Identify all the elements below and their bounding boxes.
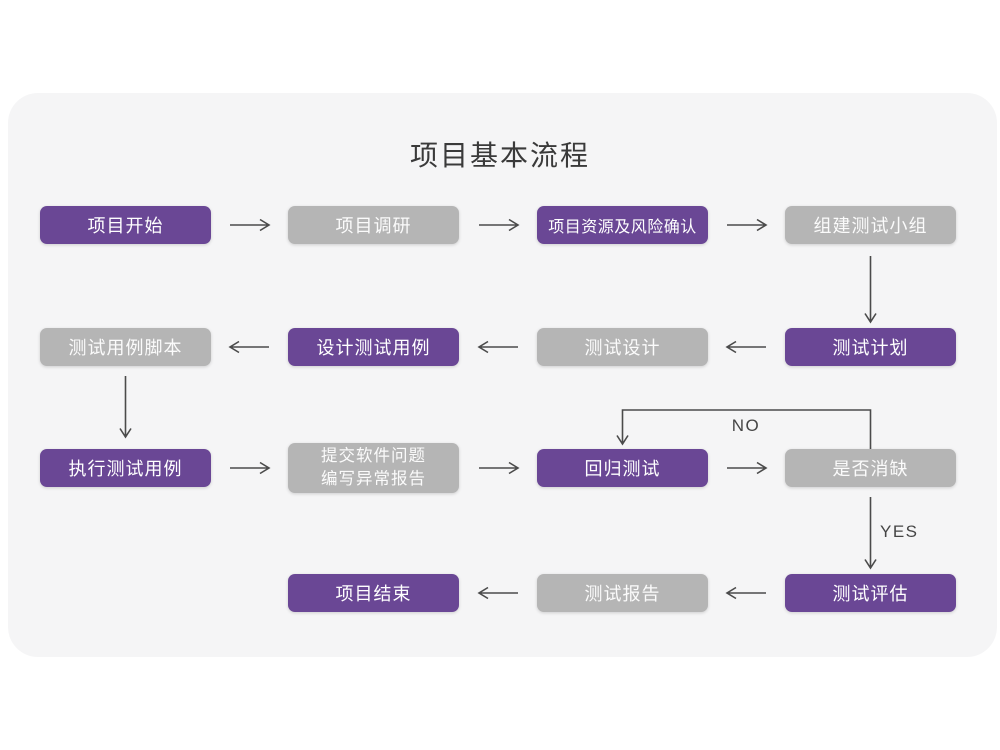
node-test-report: 测试报告 bbox=[537, 574, 708, 612]
page-title: 项目基本流程 bbox=[409, 140, 590, 171]
node-label: 组建测试小组 bbox=[813, 216, 928, 236]
node-test-plan: 测试计划 bbox=[785, 328, 956, 366]
node-label: 项目资源及风险确认 bbox=[548, 219, 697, 236]
node-project-end: 项目结束 bbox=[288, 574, 459, 612]
node-label: 项目调研 bbox=[335, 216, 412, 236]
node-label: 执行测试用例 bbox=[68, 459, 183, 479]
node-label: 测试报告 bbox=[584, 584, 661, 604]
node-execute-test-cases: 执行测试用例 bbox=[40, 449, 211, 487]
node-label: 项目开始 bbox=[87, 216, 164, 236]
node-label: 项目结束 bbox=[335, 584, 412, 604]
node-label: 测试计划 bbox=[832, 338, 909, 358]
node-label-line2: 编写异常报告 bbox=[321, 470, 426, 488]
node-defect-resolved: 是否消缺 bbox=[785, 449, 956, 487]
node-label: 回归测试 bbox=[584, 459, 661, 479]
node-project-research: 项目调研 bbox=[288, 206, 459, 244]
node-label: 测试评估 bbox=[832, 584, 909, 604]
node-project-start: 项目开始 bbox=[40, 206, 211, 244]
node-label: 是否消缺 bbox=[832, 459, 909, 479]
node-submit-issue-report: 提交软件问题 编写异常报告 bbox=[288, 443, 459, 493]
node-label: 测试用例脚本 bbox=[68, 338, 183, 358]
node-project-resources-risk: 项目资源及风险确认 bbox=[537, 206, 708, 244]
node-test-case-script: 测试用例脚本 bbox=[40, 328, 211, 366]
flow-card bbox=[8, 93, 997, 657]
node-test-evaluation: 测试评估 bbox=[785, 574, 956, 612]
node-regression-test: 回归测试 bbox=[537, 449, 708, 487]
node-design-test-cases: 设计测试用例 bbox=[288, 328, 459, 366]
node-label: 设计测试用例 bbox=[316, 338, 431, 358]
node-form-test-team: 组建测试小组 bbox=[785, 206, 956, 244]
node-label-line1: 提交软件问题 bbox=[321, 447, 426, 465]
node-label: 测试设计 bbox=[584, 338, 661, 358]
node-test-design: 测试设计 bbox=[537, 328, 708, 366]
